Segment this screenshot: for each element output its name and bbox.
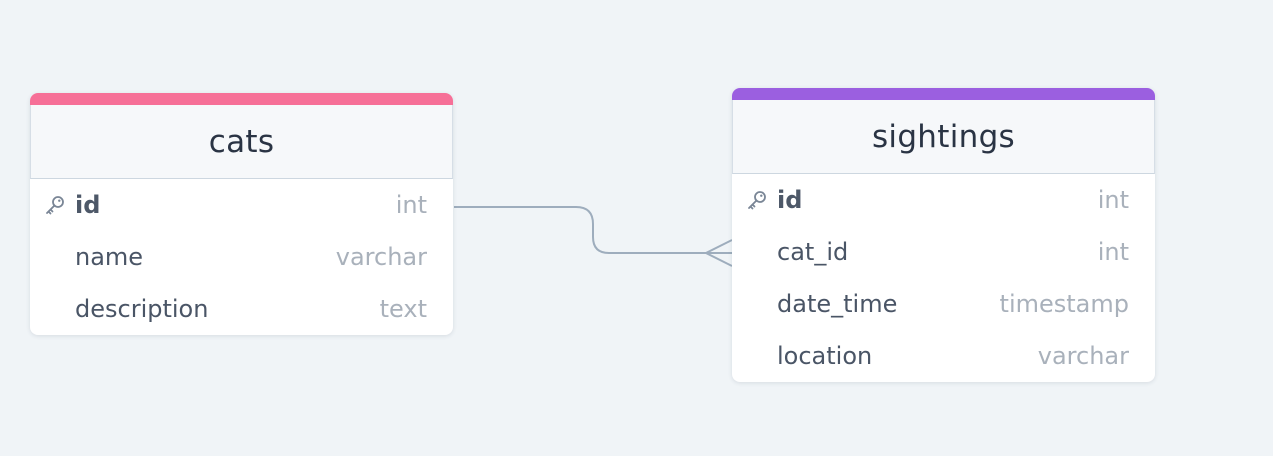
relationship-line[interactable] — [454, 206, 732, 254]
column-row-id[interactable]: id int — [30, 179, 453, 231]
column-type: int — [395, 191, 427, 219]
table-accent-bar — [732, 88, 1155, 100]
column-type: int — [1097, 186, 1129, 214]
column-name: id — [75, 191, 101, 219]
table-title[interactable]: cats — [30, 105, 453, 179]
column-type: varchar — [335, 243, 427, 271]
key-icon — [748, 191, 766, 210]
key-icon — [46, 196, 64, 215]
column-name: description — [75, 295, 209, 323]
column-name: id — [777, 186, 803, 214]
column-type: varchar — [1037, 342, 1129, 370]
column-name: date_time — [777, 290, 898, 318]
column-row-description[interactable]: description text — [30, 283, 453, 335]
column-name: name — [75, 243, 144, 271]
column-row-name[interactable]: name varchar — [30, 231, 453, 283]
column-name: cat_id — [777, 238, 849, 266]
crows-foot-icon — [703, 239, 733, 267]
column-name: location — [777, 342, 873, 370]
table-title[interactable]: sightings — [732, 100, 1155, 174]
table-accent-bar — [30, 93, 453, 105]
column-row-cat-id[interactable]: cat_id int — [732, 226, 1155, 278]
column-type: timestamp — [999, 290, 1129, 318]
table-sightings[interactable]: sightings id int cat_id int date_time ti… — [732, 88, 1155, 382]
column-type: int — [1097, 238, 1129, 266]
column-row-location[interactable]: location varchar — [732, 330, 1155, 382]
table-cats[interactable]: cats id int name varchar description tex… — [30, 93, 453, 335]
column-type: text — [379, 295, 427, 323]
column-row-date-time[interactable]: date_time timestamp — [732, 278, 1155, 330]
column-row-id[interactable]: id int — [732, 174, 1155, 226]
